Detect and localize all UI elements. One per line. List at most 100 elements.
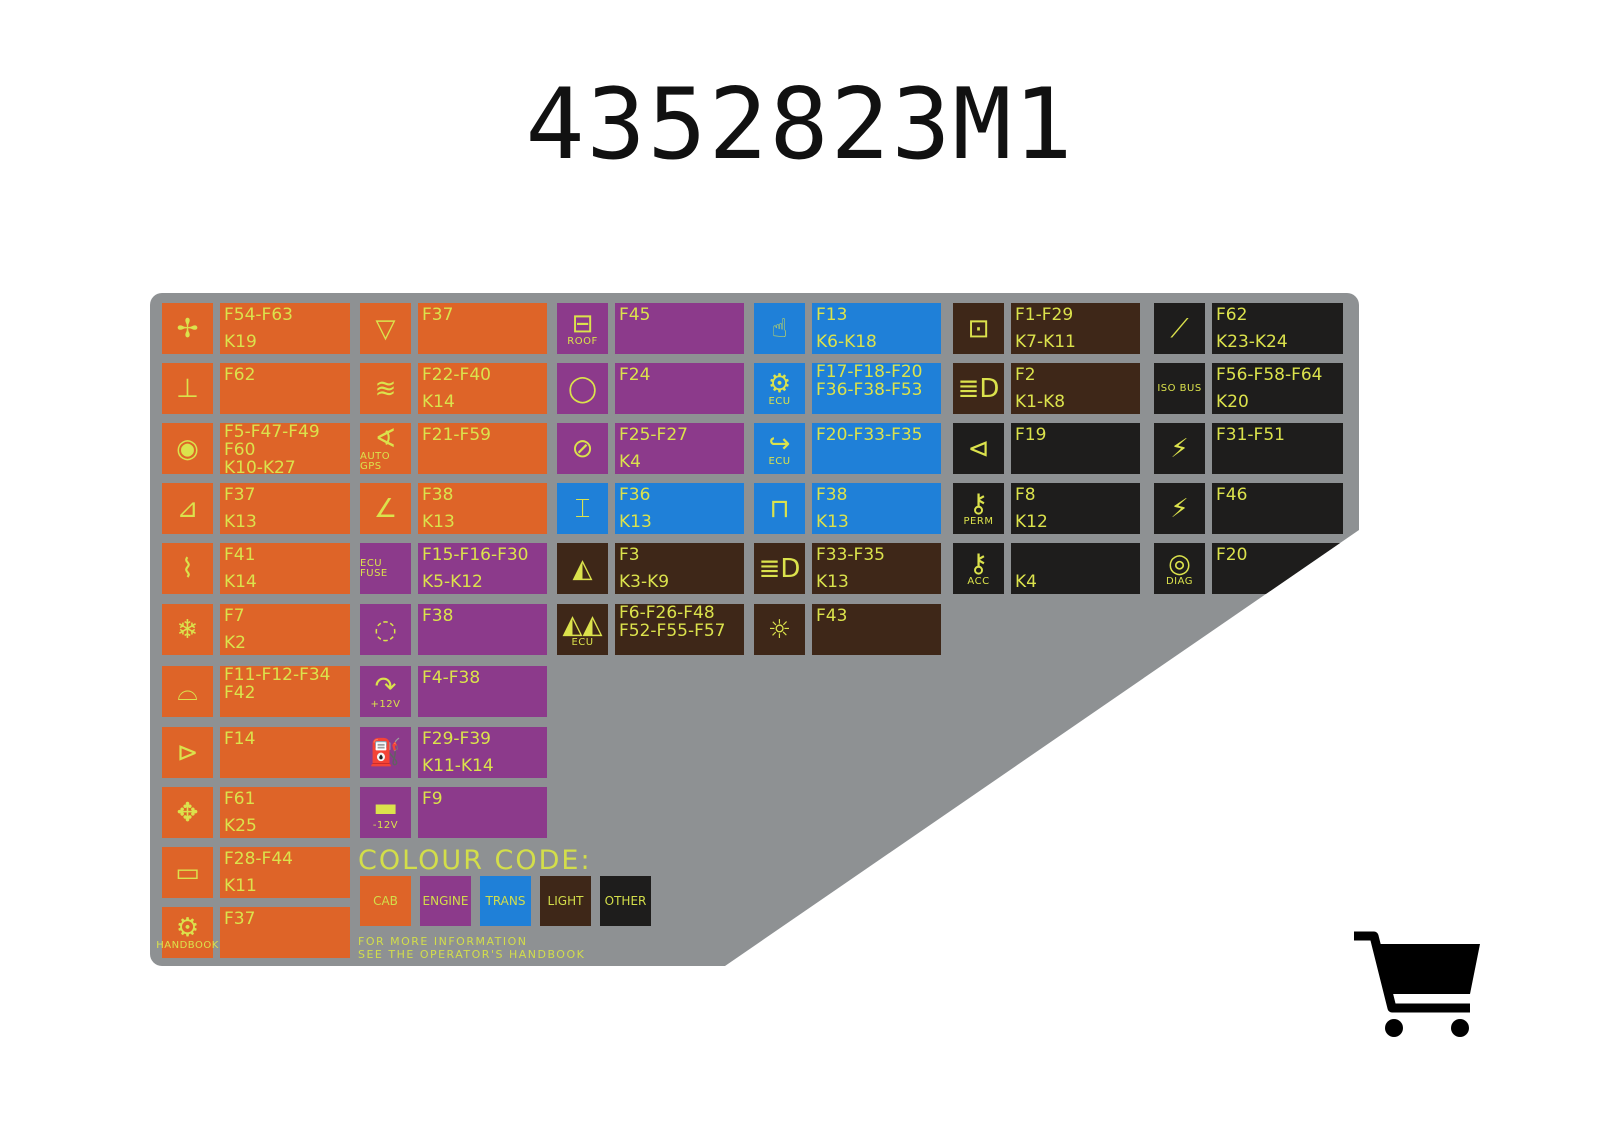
- icon-glyph: ◌: [374, 614, 397, 645]
- engine-icon: ◯: [557, 363, 608, 414]
- power-socket-icon: ◉: [162, 423, 213, 474]
- fuse-relay-text: K10-K27: [224, 458, 296, 478]
- icon-glyph: ⚡: [1170, 433, 1189, 464]
- icon-text: ECU FUSE: [360, 557, 388, 579]
- fuse-relay-text: F38: [422, 606, 454, 626]
- colour-code-title: COLOUR CODE:: [358, 845, 592, 876]
- icon-text: DIAG: [1165, 575, 1194, 587]
- fuse-label: F43: [812, 604, 941, 655]
- icon-glyph: ⊳: [176, 737, 199, 768]
- dashboard-icon: ⌓: [162, 666, 213, 717]
- radio-icon: ▭: [162, 847, 213, 898]
- fuse-relay-text: F38: [422, 485, 454, 505]
- icon-glyph: ☝: [771, 313, 788, 344]
- plus-12v-icon: ↷+12V: [360, 666, 411, 717]
- fuse-relay-text: F28-F44: [224, 849, 293, 869]
- icon-text: PERM: [963, 515, 994, 527]
- icon-glyph: ⊡: [967, 313, 990, 344]
- fuse-relay-text: [1015, 545, 1136, 563]
- icon-glyph: ∠: [373, 493, 398, 524]
- perm-key-icon: ⚷PERM: [953, 483, 1004, 534]
- fuse-relay-text: F61: [224, 789, 256, 809]
- fuse-relay-text: K2: [224, 633, 246, 653]
- fan-icon: ✢: [162, 303, 213, 354]
- fuse-relay-text: K13: [816, 512, 849, 532]
- icon-glyph: ◭◭: [562, 609, 603, 640]
- icon-text: ECU: [768, 455, 791, 467]
- icon-glyph: ↪: [768, 428, 791, 459]
- work-light-icon: ◭: [557, 543, 608, 594]
- fuse-relay-text: F22-F40: [422, 365, 491, 385]
- fuel-pump-icon: ⛽: [360, 727, 411, 778]
- fuse-relay-text: K19: [224, 332, 257, 352]
- legend-engine: ENGINE: [420, 876, 471, 926]
- fuse-relay-text: K13: [619, 512, 652, 532]
- fuse-relay-text: F33-F35: [816, 545, 885, 565]
- fuse-relay-text: F41: [224, 545, 256, 565]
- icon-glyph: ⚷: [968, 548, 989, 579]
- fuse-relay-text: K4: [1015, 572, 1037, 592]
- fuse-relay-text: F20: [1216, 545, 1248, 565]
- fuse-relay-text: F21-F59: [422, 425, 491, 445]
- footer-line-2: SEE THE OPERATOR'S HANDBOOK: [358, 948, 586, 961]
- icon-glyph: ⊥: [176, 373, 199, 404]
- fuse-relay-text: K11-K14: [422, 756, 494, 776]
- shopping-cart-icon[interactable]: [1352, 928, 1482, 1043]
- fuse-relay-text: F42: [224, 683, 256, 703]
- headlight-icon: ≣D: [754, 543, 805, 594]
- hitch-icon: ⊓: [754, 483, 805, 534]
- icon-glyph: ⚙: [175, 912, 200, 943]
- icon-glyph: ⊿: [176, 493, 199, 524]
- icon-glyph: ▭: [175, 857, 200, 888]
- fuse-relay-text: F56-F58-F64: [1216, 365, 1323, 385]
- horn-icon: ⊳: [162, 727, 213, 778]
- fuse-relay-text: F45: [619, 305, 651, 325]
- fuse-relay-text: F7: [224, 606, 245, 626]
- fuse-label: F21-F59: [418, 423, 547, 474]
- fuse-relay-text: F24: [619, 365, 651, 385]
- fuse-relay-text: F29-F39: [422, 729, 491, 749]
- icon-glyph: ◎: [1168, 548, 1191, 579]
- icon-glyph: ⌓: [177, 676, 198, 707]
- auto-steer-icon: ∢AUTO GPS: [360, 423, 411, 474]
- icon-glyph: ✥: [176, 797, 199, 828]
- ecu-lights-icon: ◭◭ECU: [557, 604, 608, 655]
- air-conditioning-icon: ❄: [162, 604, 213, 655]
- mirror-icon: ▽: [360, 303, 411, 354]
- icon-glyph: ⛽: [369, 737, 402, 768]
- icon-text: ACC: [967, 575, 990, 587]
- legend-light: LIGHT: [540, 876, 591, 926]
- fuse-label: F46: [1212, 483, 1343, 534]
- fuse-relay-text: F43: [816, 606, 848, 626]
- hydraulic-cylinder-icon: ⟋: [1154, 303, 1205, 354]
- fuse-relay-text: K4: [619, 452, 641, 472]
- icon-text: +12V: [370, 698, 401, 710]
- icon-glyph: ❄: [176, 614, 199, 645]
- icon-glyph: ≋: [374, 373, 397, 404]
- legend-trans: TRANS: [480, 876, 531, 926]
- fuse-label: F14: [220, 727, 350, 778]
- transmission-icon: ⌶: [557, 483, 608, 534]
- icon-glyph: ◭: [572, 553, 593, 584]
- fuse-relay-text: F54-F63: [224, 305, 293, 325]
- fuse-relay-text: F19: [1015, 425, 1047, 445]
- joystick-icon: ✥: [162, 787, 213, 838]
- acc-key-icon: ⚷ACC: [953, 543, 1004, 594]
- fuse-label: F19: [1011, 423, 1140, 474]
- fuse-label: F38: [418, 604, 547, 655]
- handbrake-icon: ⚙HANDBOOK: [156, 907, 218, 958]
- icon-glyph: ⊲: [967, 433, 990, 464]
- fuse-relay-text: K20: [1216, 392, 1249, 412]
- tractor-power-icon: ⚡: [1154, 423, 1205, 474]
